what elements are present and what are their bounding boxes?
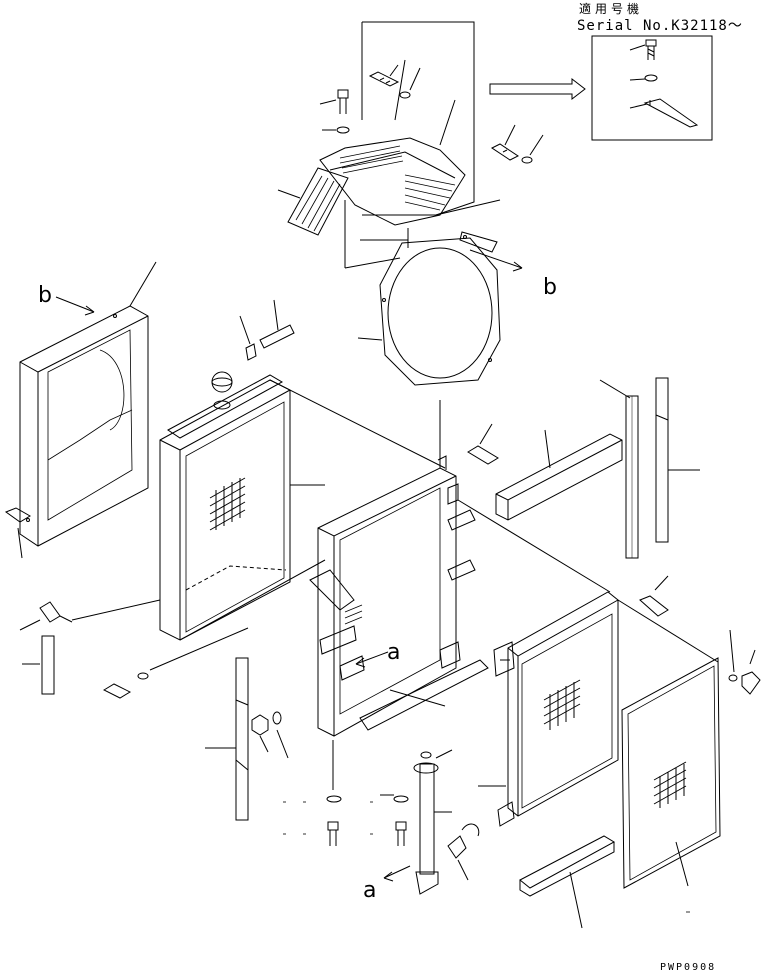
wing-nut-icon: [729, 630, 760, 694]
bottom-seal-bar: [520, 836, 614, 928]
inset-washer-icon: [645, 75, 657, 81]
side-bar-upright-2: [656, 378, 700, 542]
drawing-code: PWP0908: [660, 962, 717, 973]
bolt-icon: [327, 740, 341, 846]
pad-icon: [345, 605, 362, 624]
bolt-icon: [640, 576, 668, 616]
serial-inset-box: [592, 36, 712, 140]
callout-a-bottom: a: [363, 878, 377, 903]
callout-b-right: b: [543, 275, 557, 300]
hose-icon: [448, 824, 479, 880]
drain-valve-icon: [20, 600, 160, 630]
bolt-icon: [320, 90, 348, 114]
nut-icon: [252, 712, 288, 758]
hose-icon: [240, 300, 294, 360]
bolt-icon: [6, 508, 30, 558]
fan-shroud: [20, 262, 156, 546]
bolt-icon: [370, 65, 398, 86]
vertical-support-bar: [205, 658, 248, 820]
inset-bolt-icon: [646, 40, 656, 60]
fan-guard-assembly: [278, 22, 500, 268]
oil-cooler: [478, 592, 718, 826]
bolt-icon: [104, 628, 248, 698]
arrow-to-inset-icon: [490, 79, 585, 99]
bolt-icon: [492, 125, 518, 160]
screen-panel: [622, 658, 720, 888]
support-frame: [310, 400, 610, 736]
drain-pipe: [414, 750, 452, 894]
serial-number-label: Serial No.K32118～: [577, 18, 743, 34]
washer-icon: [400, 92, 410, 98]
fan-ring: [358, 232, 522, 385]
bolt-icon: [468, 424, 498, 464]
callout-a-center: a: [387, 640, 401, 665]
washer-icon: [337, 127, 349, 133]
side-bar-upright: [600, 380, 638, 558]
inset-bracket-icon: [645, 99, 697, 127]
callout-b-left: b: [38, 283, 52, 308]
bolt-icon: [380, 795, 408, 846]
washer-icon: [522, 157, 532, 163]
pipe-icon: [22, 636, 54, 694]
radiator: [160, 372, 445, 640]
applicable-serial-label: 適用号機: [579, 2, 644, 16]
top-channel: [496, 430, 622, 520]
radiator-cap: [212, 372, 232, 392]
